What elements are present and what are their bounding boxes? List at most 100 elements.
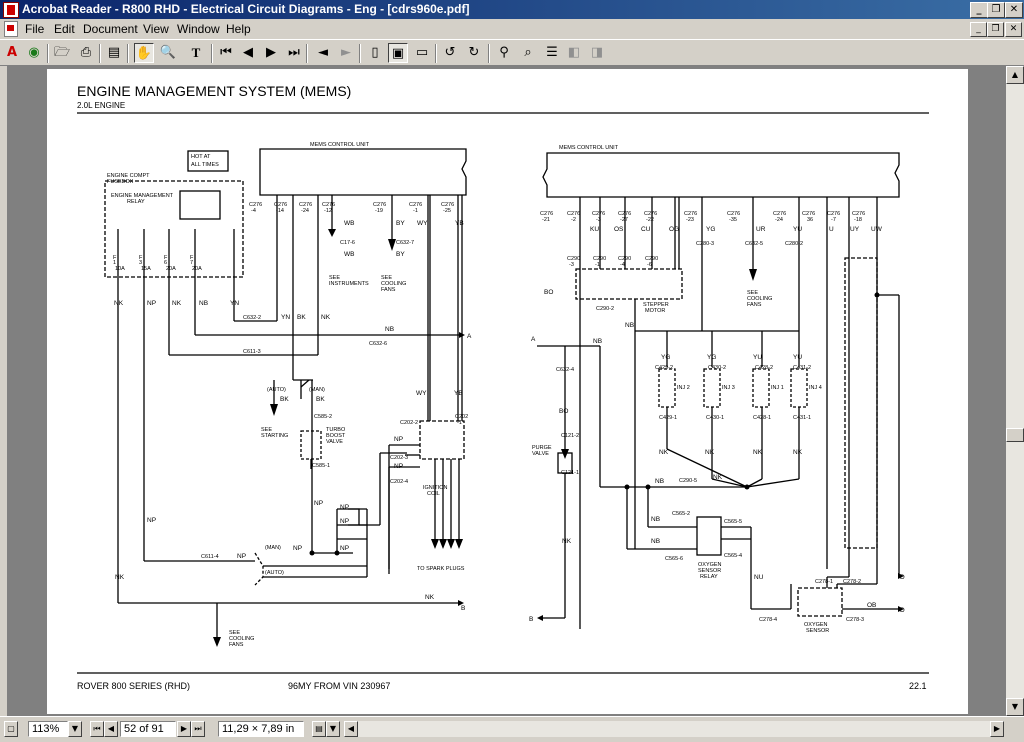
diagram-label: C276	[852, 211, 865, 217]
diagram-label: C431-2	[793, 365, 811, 371]
hand-tool-icon[interactable]: ✋	[134, 43, 154, 63]
diagram-label: C430-1	[706, 415, 724, 421]
diagram-label: C276	[802, 211, 815, 217]
diagram-label: NB	[385, 326, 394, 333]
find-binoculars-icon[interactable]: ⚲	[499, 45, 509, 60]
menu-document[interactable]: Document	[83, 22, 138, 36]
diagram-label: -3	[569, 262, 574, 268]
menu-view[interactable]: View	[143, 22, 169, 36]
next-highlight-icon[interactable]: ◨	[590, 45, 604, 60]
menu-edit[interactable]: Edit	[54, 22, 75, 36]
diagram-label: COOLING	[747, 296, 772, 302]
scroll-thumb[interactable]	[1006, 428, 1024, 442]
window-title-bar[interactable]: Acrobat Reader - R800 RHD - Electrical C…	[0, 0, 1024, 19]
navigation-pane-edge[interactable]	[0, 66, 8, 716]
window-title: Acrobat Reader - R800 RHD - Electrical C…	[22, 2, 470, 16]
diagram-label: PURGE	[532, 445, 552, 451]
diagram-label: C290	[593, 256, 606, 262]
search-icon[interactable]: ⌕	[524, 45, 532, 60]
last-page-button[interactable]: ⏭	[191, 721, 205, 737]
maximize-button[interactable]: ❐	[987, 2, 1005, 18]
diagram-label: MOTOR	[645, 308, 665, 314]
toolbar-separator	[211, 44, 213, 63]
page-layout-button[interactable]: ▤	[312, 721, 326, 737]
scroll-right-button[interactable]: ▶	[990, 721, 1004, 737]
diagram-label: NP	[394, 436, 403, 443]
page-indicator[interactable]: 52 of 91	[120, 721, 176, 737]
acrobat-logo-icon[interactable]: A	[6, 45, 18, 60]
diagram-label: -12	[324, 208, 332, 214]
go-back-icon[interactable]: ◄	[318, 45, 328, 60]
last-page-icon[interactable]: ⏭	[288, 45, 300, 60]
diagram-label: C632-5	[745, 241, 763, 247]
diagram-label: C17-6	[340, 240, 355, 246]
zoom-menu-button[interactable]: ▢	[4, 721, 18, 737]
rotate-left-icon[interactable]: ↺	[444, 45, 456, 60]
diagram-label: COIL	[427, 491, 440, 497]
previous-page-button[interactable]: ◀	[104, 721, 118, 737]
scroll-left-button[interactable]: ◀	[344, 721, 358, 737]
diagram-label: (AUTO)	[265, 570, 284, 576]
diagram-label: C429-1	[659, 415, 677, 421]
vertical-scrollbar[interactable]: ▲ ▼	[1006, 66, 1024, 716]
minimize-button[interactable]: _	[970, 2, 988, 18]
zoom-tool-icon[interactable]: 🔍	[159, 45, 177, 60]
document-icon[interactable]	[4, 21, 18, 37]
diagram-label: A	[467, 333, 472, 340]
doc-minimize-button[interactable]: _	[970, 22, 987, 37]
menu-help[interactable]: Help	[226, 22, 251, 36]
menu-window[interactable]: Window	[177, 22, 220, 36]
actual-size-icon[interactable]: ▯	[371, 45, 379, 60]
diagram-label: 20A	[166, 266, 176, 272]
diagram-label: C276	[773, 211, 786, 217]
diagram-label: -4	[620, 262, 625, 268]
diagram-label: NP	[237, 553, 246, 560]
text-select-icon[interactable]: T	[191, 45, 201, 60]
horizontal-scrollbar-track[interactable]	[358, 721, 990, 737]
diagram-label: WB	[344, 251, 354, 258]
fit-width-icon[interactable]: ▭	[415, 45, 429, 60]
diagram-label: C276	[727, 211, 740, 217]
open-folder-icon[interactable]: 🗁	[53, 45, 71, 60]
diagram-label: NP	[293, 545, 302, 552]
diagram-label: 10A	[115, 266, 125, 272]
doc-restore-button[interactable]: ❐	[987, 22, 1004, 37]
menu-file[interactable]: File	[25, 22, 45, 36]
diagram-label: -35	[729, 217, 737, 223]
zoom-dropdown-button[interactable]: ▼	[68, 721, 82, 737]
previous-page-icon[interactable]: ◀	[243, 45, 253, 60]
print-icon[interactable]: ⎙	[80, 45, 92, 60]
go-forward-icon[interactable]: ►	[341, 45, 351, 60]
diagram-label: UY	[850, 226, 860, 233]
first-page-button[interactable]: ⏮	[90, 721, 104, 737]
diagram-label: C276	[409, 202, 422, 208]
scroll-up-button[interactable]: ▲	[1006, 66, 1024, 84]
diagram-label: YB	[455, 220, 464, 227]
first-page-icon[interactable]: ⏮	[220, 45, 232, 60]
fit-in-window-icon[interactable]: ▣	[388, 43, 408, 63]
rotate-right-icon[interactable]: ↻	[468, 45, 480, 60]
close-button[interactable]: ✕	[1005, 2, 1023, 18]
previous-highlight-icon[interactable]: ◧	[567, 45, 581, 60]
acrobat-app-icon[interactable]	[3, 2, 19, 18]
zoom-level[interactable]: 113%	[28, 721, 68, 737]
scroll-down-button[interactable]: ▼	[1006, 698, 1024, 716]
document-viewer[interactable]: ENGINE MANAGEMENT SYSTEM (MEMS) 2.0L ENG…	[8, 66, 1006, 716]
web-icon[interactable]: ◉	[28, 45, 40, 60]
toolbar-separator	[99, 44, 101, 63]
diagram-label: BY	[396, 220, 405, 227]
next-page-icon[interactable]: ▶	[266, 45, 276, 60]
diagram-label: -4	[251, 208, 256, 214]
diagram-label: ENGINE MANAGEMENT	[111, 193, 174, 199]
search-results-icon[interactable]: ☰	[546, 45, 558, 60]
navigation-pane-icon[interactable]: ▤	[107, 45, 121, 60]
doc-close-button[interactable]: ✕	[1005, 22, 1022, 37]
next-page-button[interactable]: ▶	[177, 721, 191, 737]
diagram-label: C428-2	[755, 365, 773, 371]
right-arrows	[537, 269, 904, 621]
diagram-label: U	[829, 226, 834, 233]
diagram-label: NU	[754, 574, 764, 581]
layout-dropdown-button[interactable]: ▼	[326, 721, 340, 737]
diagram-label: C632-2	[243, 315, 261, 321]
diagram-label: NK	[705, 449, 715, 456]
